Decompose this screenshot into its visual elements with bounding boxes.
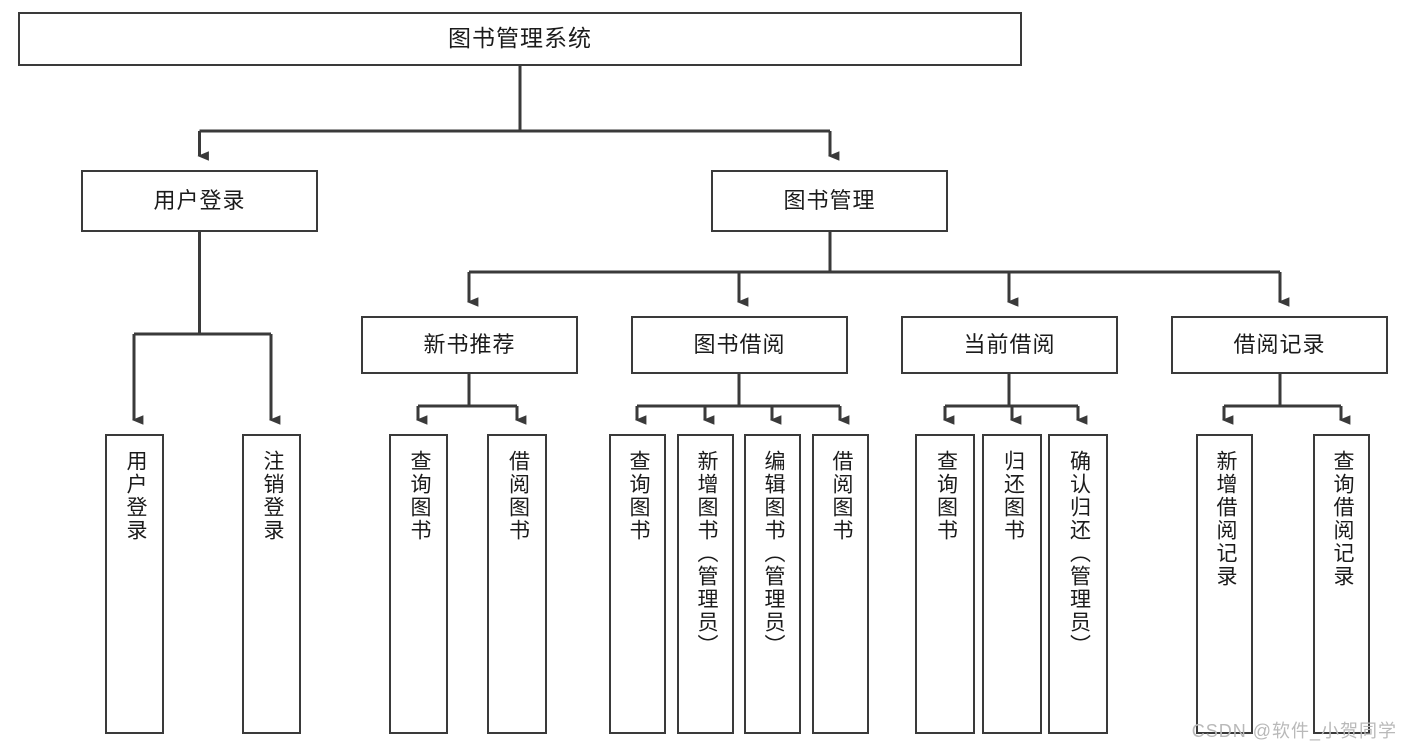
- node-leaf-query-book-3[interactable]: 查询图书: [915, 434, 975, 734]
- node-leaf-edit-book[interactable]: 编辑图书（管理员）: [744, 434, 801, 734]
- node-leaf-user-login[interactable]: 用户登录: [105, 434, 164, 734]
- node-leaf-query-book-1[interactable]: 查询图书: [389, 434, 448, 734]
- node-borrow-record[interactable]: 借阅记录: [1171, 316, 1388, 374]
- node-user-login[interactable]: 用户登录: [81, 170, 318, 232]
- node-leaf-return-book[interactable]: 归还图书: [982, 434, 1042, 734]
- node-book-manage[interactable]: 图书管理: [711, 170, 948, 232]
- node-leaf-query-record[interactable]: 查询借阅记录: [1313, 434, 1370, 734]
- node-leaf-borrow-book-2[interactable]: 借阅图书: [812, 434, 869, 734]
- watermark: CSDN @软件_小贺同学: [1191, 721, 1397, 741]
- node-new-book-recommend[interactable]: 新书推荐: [361, 316, 578, 374]
- node-leaf-add-record[interactable]: 新增借阅记录: [1196, 434, 1253, 734]
- node-leaf-user-logout[interactable]: 注销登录: [242, 434, 301, 734]
- node-current-borrow[interactable]: 当前借阅: [901, 316, 1118, 374]
- node-book-borrow[interactable]: 图书借阅: [631, 316, 848, 374]
- node-leaf-confirm-return[interactable]: 确认归还（管理员）: [1048, 434, 1108, 734]
- node-leaf-borrow-book-1[interactable]: 借阅图书: [487, 434, 547, 734]
- node-leaf-add-book[interactable]: 新增图书（管理员）: [677, 434, 734, 734]
- node-leaf-query-book-2[interactable]: 查询图书: [609, 434, 666, 734]
- node-root[interactable]: 图书管理系统: [18, 12, 1022, 66]
